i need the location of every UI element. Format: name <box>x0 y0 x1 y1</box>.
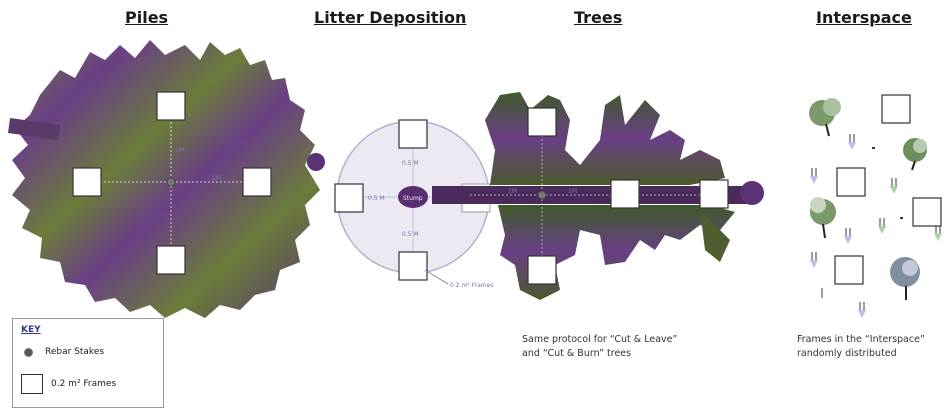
pile-rebar-stake <box>166 177 176 187</box>
heading-interspace: Interspace <box>816 8 912 27</box>
tree-branches-lower <box>498 205 735 300</box>
pile-frame-bottom <box>156 245 186 275</box>
legend-row-rebar: Rebar Stakes <box>21 347 104 357</box>
litter-frames-pointer <box>424 269 449 285</box>
litter-label-left: 0.5 M <box>368 195 385 202</box>
interspace-frame-1 <box>881 94 911 124</box>
interspace-frame-2 <box>836 167 866 197</box>
heading-piles: Piles <box>125 8 169 27</box>
trees-caption-line1: Same protocol for “Cut & Leave” <box>522 334 678 345</box>
heading-litter-deposition: Litter Deposition <box>314 8 467 27</box>
interspace-caption-line2: randomly distributed <box>797 348 897 359</box>
tree-frame-top <box>527 107 557 137</box>
pile-knob <box>307 153 325 171</box>
pile-label-right: 1M <box>212 175 221 182</box>
tree-stump <box>398 186 428 208</box>
interspace-group <box>809 94 942 318</box>
trees-caption: Same protocol for “Cut & Leave” and “Cut… <box>522 333 677 361</box>
litter-frame-left <box>334 183 364 213</box>
litter-label-bottom: 0.5 M <box>402 231 419 238</box>
tree-group: Stump 2M 1M <box>398 92 764 300</box>
frame-square-icon <box>21 374 43 394</box>
litter-frames-label: 0.2 m² Frames <box>450 282 493 289</box>
tree-stump-label: Stump <box>403 195 423 202</box>
interspace-frame-4 <box>834 255 864 285</box>
trees-caption-line2: and “Cut & Burn” trees <box>522 348 632 359</box>
tree-branch-right <box>700 210 730 262</box>
litter-frame-top <box>398 119 428 149</box>
interspace-caption-line1: Frames in the “Interspace” <box>797 334 925 345</box>
litter-frame-bottom <box>398 251 428 281</box>
legend-title: KEY <box>21 325 41 335</box>
heading-trees: Trees <box>574 8 623 27</box>
shrub-3 <box>810 197 836 239</box>
shrub-2 <box>903 138 927 171</box>
tree-label-left: 2M <box>508 188 517 195</box>
pile-frame-left <box>72 167 102 197</box>
tree-label-right: 1M <box>568 188 577 195</box>
grass-tufts <box>810 134 942 318</box>
legend-key: KEY Rebar Stakes 0.2 m² Frames <box>12 318 164 408</box>
shrub-1 <box>809 98 841 137</box>
tree-frame-mid <box>610 179 640 209</box>
tree-frame-right <box>699 179 729 209</box>
litter-label-top: 0.5 M <box>402 160 419 167</box>
tree-rebar-stake <box>537 190 547 200</box>
pile-label-top: 1M <box>175 147 184 154</box>
shrub-4 <box>890 257 920 300</box>
pile-branch <box>8 118 60 140</box>
pile-frame-top <box>156 91 186 121</box>
tree-branches-upper <box>485 92 725 185</box>
pile-group: 1M 1M <box>8 40 325 318</box>
interspace-caption: Frames in the “Interspace” randomly dist… <box>797 333 925 361</box>
rebar-stake-icon <box>24 347 33 357</box>
interspace-frame-3 <box>912 197 942 227</box>
pile-canopy <box>12 40 320 318</box>
legend-row-frames: 0.2 m² Frames <box>21 374 116 394</box>
tree-tip <box>740 181 764 205</box>
pile-frame-right <box>242 167 272 197</box>
legend-rebar-label: Rebar Stakes <box>45 347 105 357</box>
legend-frames-label: 0.2 m² Frames <box>51 379 117 389</box>
tree-frame-bottom <box>527 255 557 285</box>
